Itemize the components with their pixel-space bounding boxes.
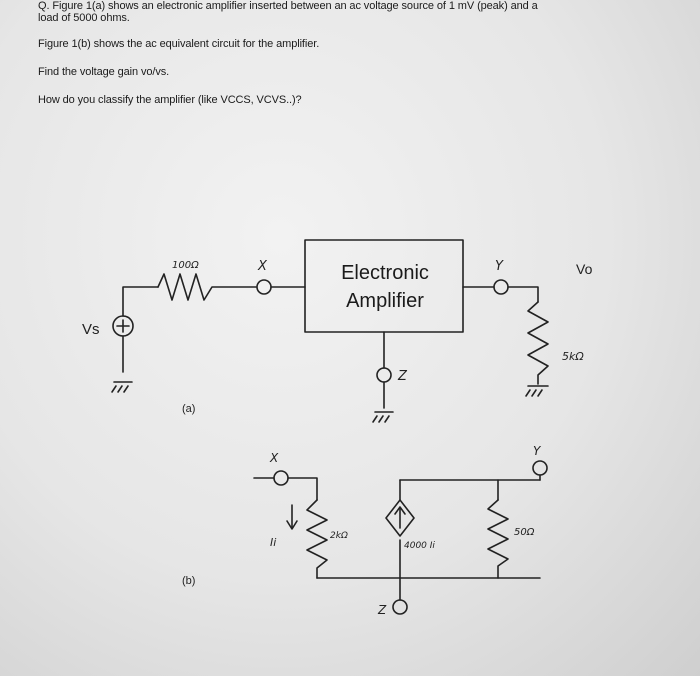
output-resistor-value: 50Ω — [514, 527, 535, 538]
output-label: Vo — [576, 261, 593, 277]
question-line-5: How do you classify the amplifier (like … — [38, 94, 302, 106]
figure-b — [253, 460, 548, 615]
source-label: Vs — [82, 321, 100, 338]
source-resistor-icon — [157, 273, 257, 301]
question-line-2: load of 5000 ohms. — [38, 12, 130, 24]
node-y-label: Y — [495, 259, 504, 274]
node-y-terminal — [493, 279, 509, 295]
load-resistor-icon — [527, 301, 549, 385]
question-line-1: Q. Figure 1(a) shows an electronic ampli… — [38, 0, 538, 12]
node-x-terminal — [256, 279, 272, 295]
input-resistor-value: 2kΩ — [330, 531, 348, 541]
question-text: Q. Figure 1(a) shows an electronic ampli… — [38, 0, 678, 106]
question-line-3: Figure 1(b) shows the ac equivalent circ… — [38, 38, 320, 50]
node-x-label: X — [257, 259, 268, 274]
dependent-source-value: 4000 Ii — [404, 541, 435, 551]
amplifier-box — [304, 239, 464, 333]
amplifier-label-line-1: Electronic — [341, 262, 429, 284]
node-z-label: Z — [397, 369, 408, 384]
output-resistor-icon — [487, 499, 509, 579]
question-line-4: Find the voltage gain vo/vs. — [38, 66, 170, 78]
input-resistor-icon — [306, 499, 328, 579]
figure-b-caption: (b) — [182, 575, 195, 587]
node-z-terminal — [392, 599, 408, 615]
node-y-label: Y — [533, 444, 542, 458]
load-resistor-value: 5kΩ — [562, 350, 584, 363]
figure-a — [111, 239, 549, 423]
node-x-terminal — [273, 470, 289, 486]
input-current-label: Ii — [270, 536, 276, 549]
node-z-terminal — [376, 367, 392, 383]
source-resistor-value: 100Ω — [172, 260, 199, 271]
dependent-source-icon — [385, 499, 415, 537]
node-y-terminal — [532, 460, 548, 476]
amplifier-label-line-2: Amplifier — [346, 290, 424, 312]
node-x-label: X — [269, 451, 279, 465]
figure-a-caption: (a) — [182, 403, 195, 415]
node-z-label: Z — [377, 603, 387, 617]
